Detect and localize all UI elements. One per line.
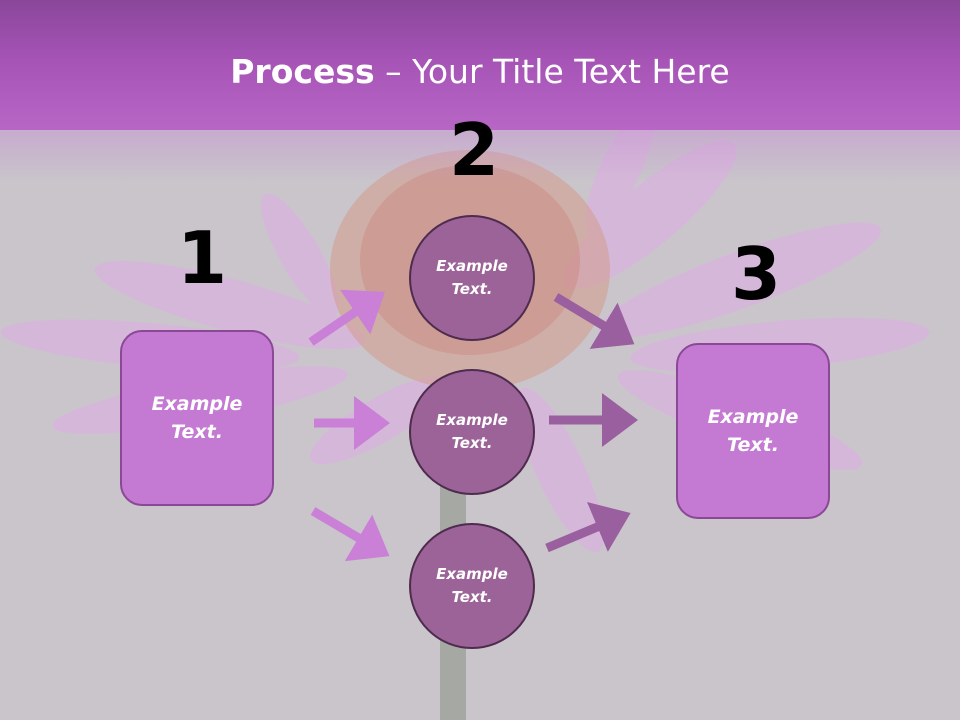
circle-bottom-line2: Text.	[451, 588, 493, 606]
step-2-circle-bottom: Example Text.	[409, 523, 535, 649]
step-3-box: Example Text.	[676, 343, 830, 519]
step-2-circle-top: Example Text.	[409, 215, 535, 341]
title-bold-text: Process	[230, 52, 375, 91]
slide-title: Process – Your Title Text Here	[0, 52, 960, 91]
step-1-text-line1: Example	[151, 392, 243, 415]
step-number-3: 3	[731, 232, 782, 316]
step-3-text-line2: Text.	[727, 434, 779, 456]
step-1-box: Example Text.	[120, 330, 274, 506]
arrow-to-circle-bottom	[310, 507, 390, 562]
step-3-text-line1: Example	[707, 405, 799, 428]
title-bar	[0, 0, 960, 130]
circle-top-line1: Example	[436, 256, 508, 275]
step-1-text-line2: Text.	[171, 421, 223, 443]
arrow-from-circle-top	[553, 293, 635, 349]
step-number-1: 1	[177, 216, 228, 300]
circle-bottom-line1: Example	[436, 564, 508, 583]
title-rest-text: – Your Title Text Here	[374, 52, 730, 91]
step-2-circle-middle: Example Text.	[409, 369, 535, 495]
circle-top-line2: Text.	[451, 280, 493, 298]
circle-middle-line2: Text.	[451, 434, 493, 452]
title-bar-fade	[0, 130, 960, 180]
arrow-to-circle-top	[308, 289, 385, 346]
circle-middle-line1: Example	[436, 410, 508, 429]
step-number-2: 2	[449, 108, 500, 192]
arrow-from-circle-bottom	[545, 502, 631, 553]
